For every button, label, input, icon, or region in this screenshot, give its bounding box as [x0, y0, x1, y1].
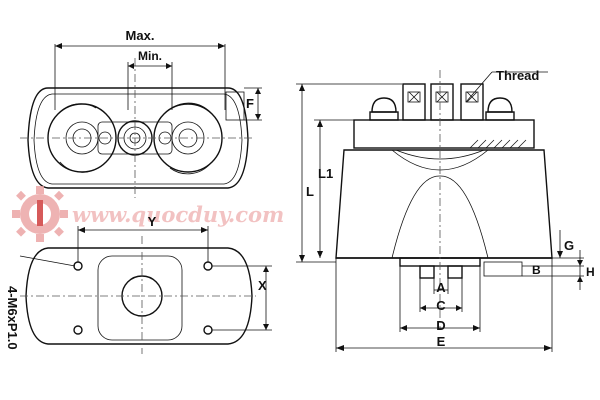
holes-label: 4-M6xP1.0: [5, 286, 20, 350]
a-label: A: [436, 280, 446, 295]
min-label: Min.: [138, 49, 162, 63]
d-label: D: [436, 318, 445, 333]
watermark-text: www.quocduy.com: [72, 202, 284, 227]
max-label: Max.: [126, 28, 155, 43]
thread-label: Thread: [496, 68, 539, 83]
e-label: E: [437, 334, 446, 349]
g-label: G: [564, 238, 574, 253]
l1-label: L1: [318, 166, 333, 181]
watermark-gear-logo: [12, 186, 68, 242]
bottom-view: [19, 226, 272, 354]
c-label: C: [436, 298, 446, 313]
top-view: [20, 43, 262, 198]
f-label: F: [246, 96, 254, 111]
x-label: X: [258, 278, 267, 293]
b-label: B: [532, 263, 541, 277]
l-label: L: [306, 184, 314, 199]
side-view: [296, 70, 584, 352]
h-label: H: [586, 265, 595, 279]
y-label: Y: [148, 214, 157, 229]
